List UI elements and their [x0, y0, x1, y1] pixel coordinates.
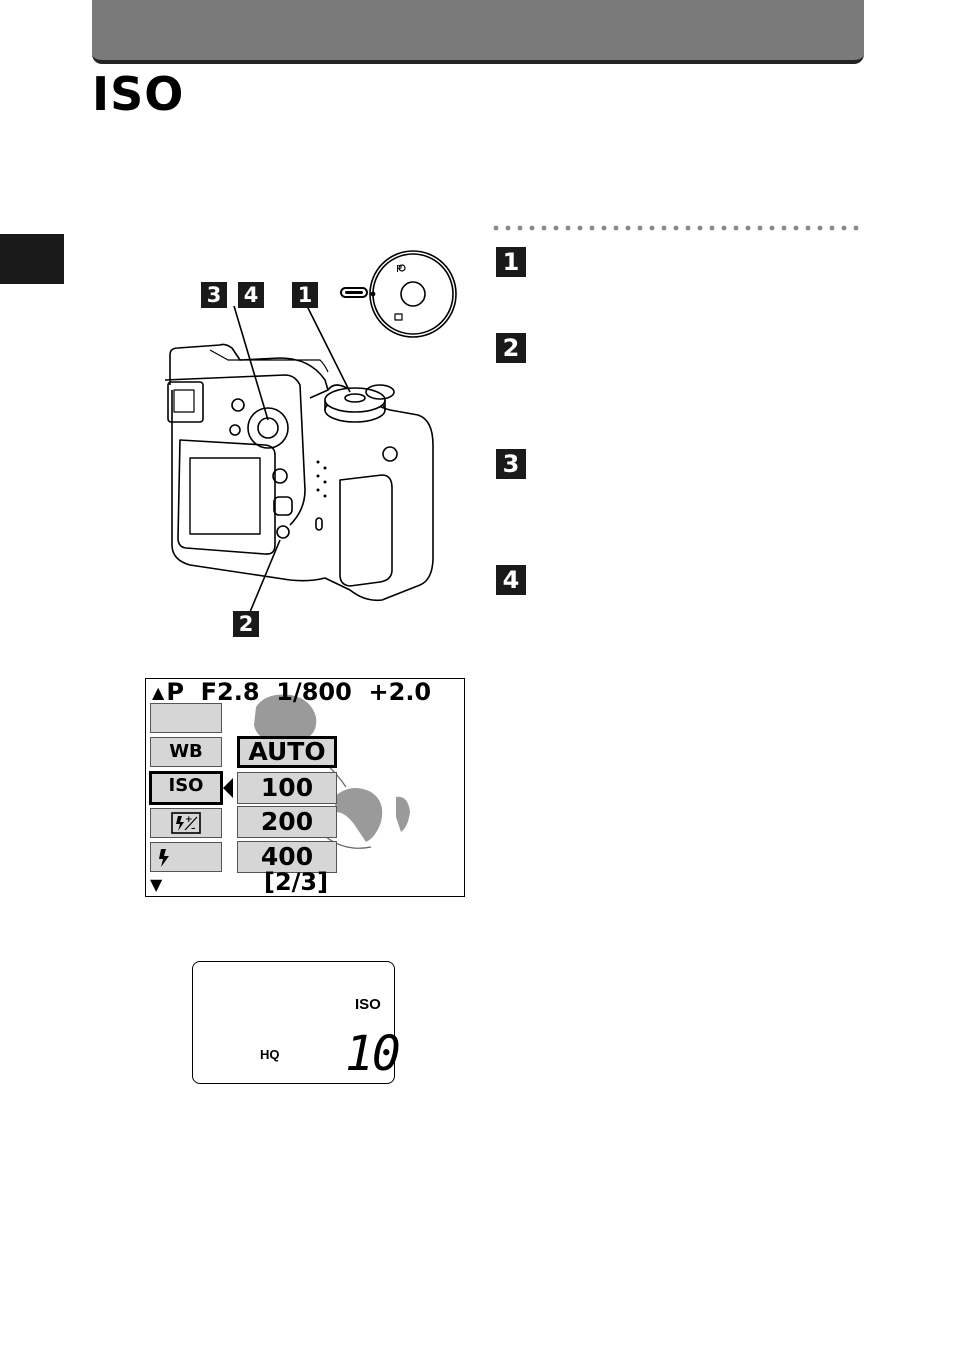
step-1-badge: 1 — [496, 247, 526, 277]
chapter-tab — [0, 234, 64, 284]
dotted-divider — [493, 225, 859, 231]
step-4-badge: 4 — [496, 565, 526, 595]
control-panel-frame-count: 10 — [345, 1026, 401, 1082]
callout-3: 3 — [201, 282, 227, 308]
scroll-down-icon: ▼ — [150, 875, 163, 894]
subject-photo — [254, 694, 410, 849]
menu-item-blank[interactable] — [150, 703, 222, 733]
step-2-badge: 2 — [496, 333, 526, 363]
scroll-up-icon: ▲ — [152, 683, 165, 702]
header-bar — [92, 0, 864, 64]
control-panel-display: ISO HQ 10 — [192, 961, 401, 1084]
control-panel-quality-label: HQ — [260, 1047, 280, 1062]
flash-compensation-icon: + – — [171, 812, 201, 834]
svg-text:–: – — [191, 824, 196, 834]
iso-option-200[interactable]: 200 — [237, 806, 337, 838]
flash-icon — [159, 849, 169, 867]
step-3-badge: 3 — [496, 449, 526, 479]
iso-option-100[interactable]: 100 — [237, 772, 337, 804]
iso-option-auto[interactable]: AUTO — [237, 736, 337, 768]
page-indicator: [2/3] — [264, 868, 329, 896]
exposure-readout: P F2.8 1/800 +2.0 — [166, 678, 432, 706]
menu-item-iso[interactable]: ISO — [149, 771, 223, 805]
callout-1: 1 — [292, 282, 318, 308]
menu-item-flash[interactable] — [150, 842, 222, 872]
camera-diagram: P — [150, 240, 470, 640]
menu-item-wb[interactable]: WB — [150, 737, 222, 767]
selection-arrow-icon — [223, 778, 233, 798]
menu-item-flash-compensation[interactable]: + – — [150, 808, 222, 838]
camera-illustration: P — [164, 250, 457, 613]
page-title: ISO — [92, 67, 185, 121]
lcd-exposure-info: ▲P F2.8 1/800 +2.0 — [152, 678, 432, 707]
callout-4: 4 — [238, 282, 264, 308]
svg-text:+: + — [185, 815, 193, 825]
iso-option-400[interactable]: 400 — [237, 841, 337, 873]
control-panel-iso-label: ISO — [355, 996, 381, 1013]
callout-2: 2 — [233, 611, 259, 637]
lcd-menu-screen: ▲P F2.8 1/800 +2.0 WB ISO + – AUTO 100 2… — [145, 678, 465, 897]
